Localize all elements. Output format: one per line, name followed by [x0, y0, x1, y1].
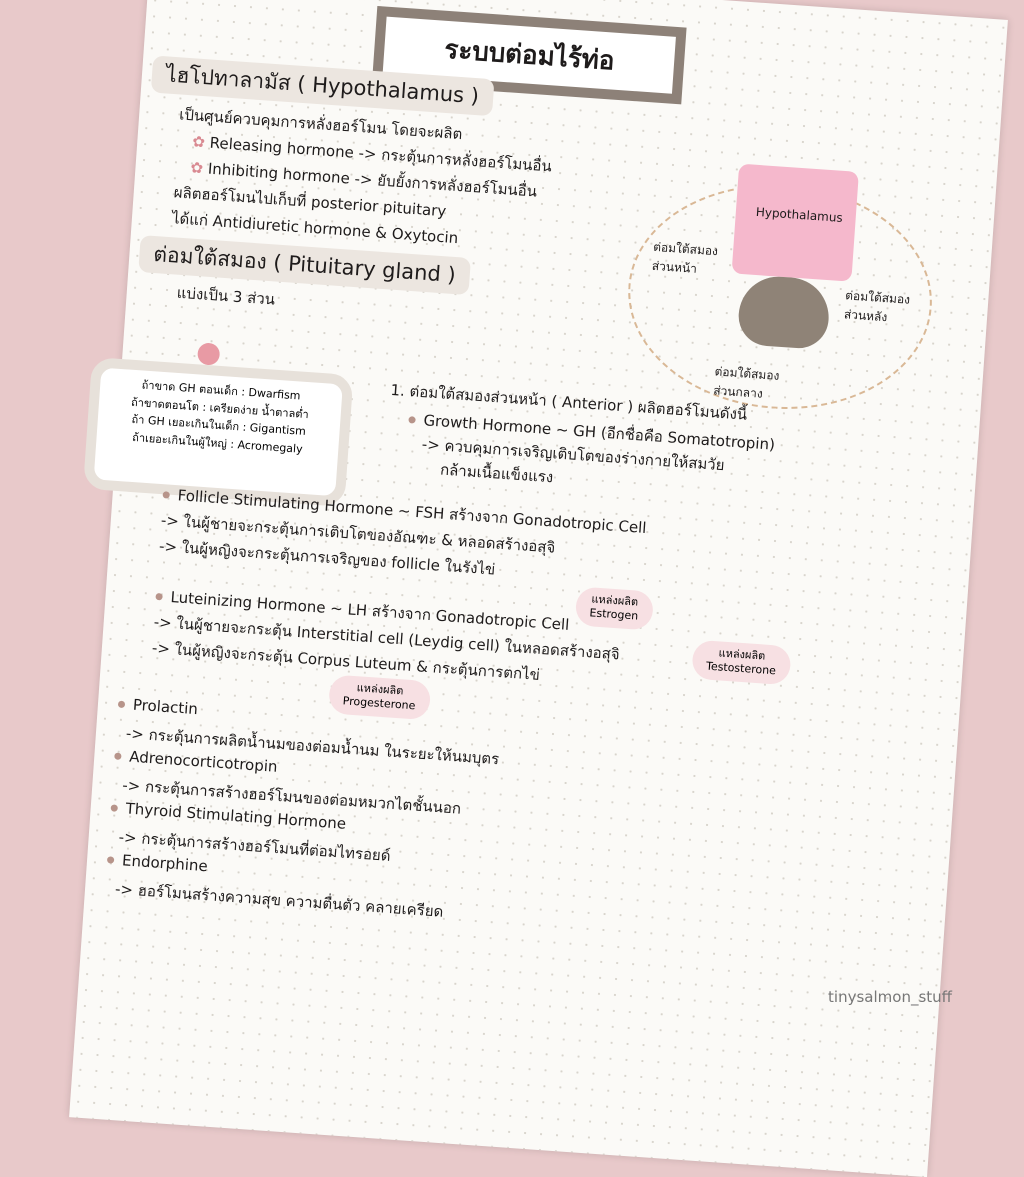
label-intermediate: ต่อมใต้สมอง ส่วนกลาง	[713, 362, 795, 405]
pituitary-shape	[737, 274, 832, 350]
bullet-icon	[107, 856, 114, 863]
gh-note-box: ถ้าขาด GH ตอนเด็ก : Dwarfism ถ้าขาดตอนโต…	[83, 357, 354, 507]
flower-icon: ✿	[190, 158, 209, 177]
text-line: แบ่งเป็น 3 ส่วน	[176, 281, 276, 312]
bullet-icon	[162, 491, 169, 498]
bullet-icon	[155, 593, 162, 600]
text-line: -> ฮอร์โมนสร้างความสุข ความตื่นตัว คลายเ…	[114, 877, 444, 924]
pituitary-diagram: Hypothalamus ต่อมใต้สมอง ส่วนหน้า ต่อมใต…	[621, 174, 940, 419]
list-item: Prolactin	[117, 695, 198, 719]
text: Prolactin	[132, 696, 198, 718]
label-anterior: ต่อมใต้สมอง ส่วนหน้า	[651, 238, 733, 281]
text: Endorphine	[122, 851, 209, 875]
pin-icon	[197, 342, 220, 365]
bullet-icon	[114, 752, 121, 759]
watermark: tinysalmon_stuff	[828, 988, 952, 1006]
text: Estrogen	[589, 607, 639, 625]
bullet-icon	[408, 416, 415, 423]
bullet-icon	[118, 701, 125, 708]
bullet-icon	[111, 804, 118, 811]
flower-icon: ✿	[192, 132, 211, 151]
label-posterior: ต่อมใต้สมอง ส่วนหลัง	[843, 286, 925, 329]
